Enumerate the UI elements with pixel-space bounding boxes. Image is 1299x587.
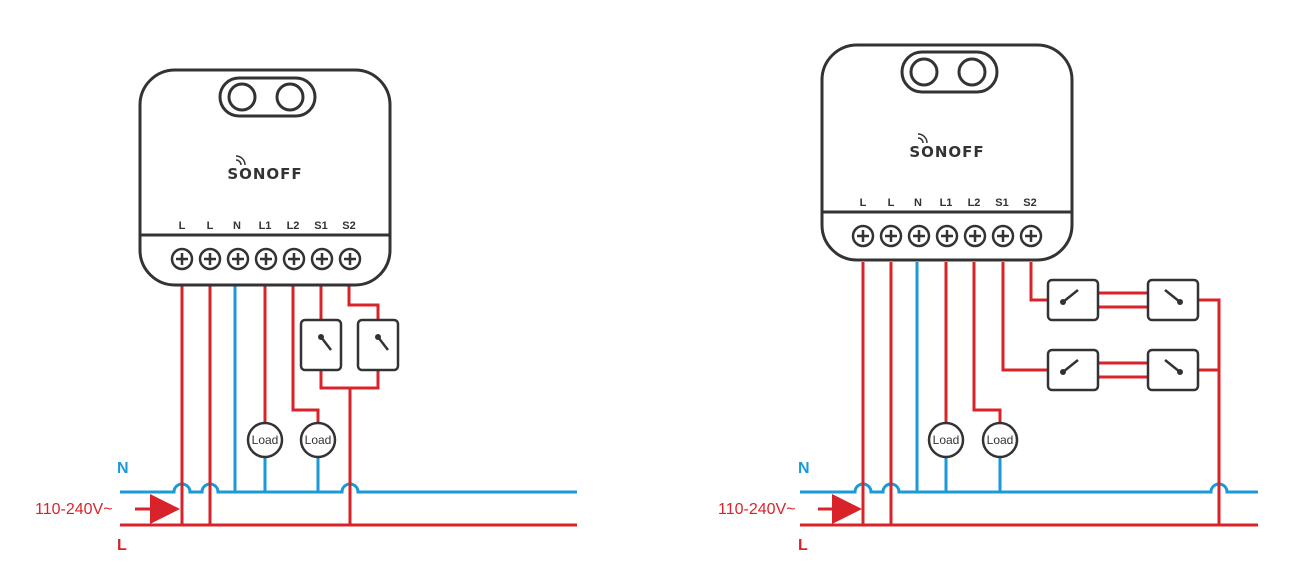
- terminal-label: N: [233, 220, 241, 232]
- terminal-label: N: [914, 197, 922, 209]
- button-right: [957, 57, 987, 87]
- button-right: [275, 82, 305, 112]
- left-load-1: Load: [246, 421, 284, 459]
- device-body: [138, 68, 392, 287]
- wire-travellers-upper: [1098, 291, 1148, 309]
- terminal-label: L: [207, 220, 214, 232]
- terminal-label: L1: [940, 197, 953, 209]
- screw-slot-icon: [1025, 230, 1037, 242]
- wire-s2-switch: [347, 282, 380, 320]
- screw-slot-icon: [316, 253, 328, 265]
- left-wires: [120, 282, 577, 527]
- terminal-label: L1: [259, 220, 272, 232]
- screw-slot-icon: [941, 230, 953, 242]
- left-switch-2: [356, 318, 400, 372]
- load-label: Load: [933, 433, 960, 447]
- right-sonoff-device: SONOFF L L N L1 L2 S1 S2: [820, 43, 1074, 262]
- voltage-label: 110-240V~: [718, 501, 796, 518]
- right-wires: [800, 262, 1258, 527]
- terminal-labels: L L N L1 L2 S1 S2: [860, 197, 1037, 209]
- screw-slot-icon: [857, 230, 869, 242]
- line-label: L: [798, 537, 808, 554]
- wire-l2-load: [972, 262, 1002, 425]
- neutral-label: N: [798, 460, 810, 477]
- neutral-bus: [800, 482, 1258, 494]
- terminal-labels: L L N L1 L2 S1 S2: [179, 220, 356, 232]
- terminal-label: L: [179, 220, 186, 232]
- load-label: Load: [987, 433, 1014, 447]
- right-switch-upper-left: [1046, 278, 1100, 322]
- screw-slot-icon: [885, 230, 897, 242]
- diagram-single-switches: SONOFF L L N L1 L2 S1 S2: [35, 68, 577, 554]
- screw-slot-icon: [344, 253, 356, 265]
- right-switch-upper-right: [1146, 278, 1200, 322]
- wire-l2-load: [291, 282, 320, 425]
- voltage-label: 110-240V~: [35, 501, 113, 518]
- load-label: Load: [252, 433, 279, 447]
- diagram-two-way-switches: SONOFF L L N L1 L2 S1 S2: [718, 43, 1258, 554]
- terminal-label: L: [888, 197, 895, 209]
- right-switch-lower-right: [1146, 348, 1200, 392]
- screw-slot-icon: [997, 230, 1009, 242]
- terminal-label: S1: [314, 220, 327, 232]
- terminal-label: S2: [1023, 197, 1036, 209]
- terminal-label: L: [860, 197, 867, 209]
- left-sonoff-device: SONOFF L L N L1 L2 S1 S2: [138, 68, 392, 287]
- wifi-icon: [235, 155, 246, 166]
- terminal-screws: [170, 247, 362, 271]
- screw-slot-icon: [288, 253, 300, 265]
- neutral-label: N: [117, 460, 129, 477]
- left-load-2: Load: [299, 421, 337, 459]
- terminal-label: L2: [968, 197, 981, 209]
- right-load-2: Load: [981, 421, 1019, 459]
- device-body: [820, 43, 1074, 262]
- line-label: L: [117, 537, 127, 554]
- right-switch-lower-left: [1046, 348, 1100, 392]
- wire-s2-switch: [1029, 262, 1048, 302]
- screw-slot-icon: [969, 230, 981, 242]
- wifi-icon: [917, 133, 928, 144]
- screw-slot-icon: [232, 253, 244, 265]
- wire-s1-switch: [1001, 262, 1048, 372]
- terminal-screws: [851, 224, 1043, 248]
- screw-slot-icon: [260, 253, 272, 265]
- wire-switch-line: [1198, 298, 1221, 525]
- wire-switch-common: [319, 370, 380, 390]
- screw-slot-icon: [204, 253, 216, 265]
- terminal-label: S2: [342, 220, 355, 232]
- button-left: [909, 57, 939, 87]
- load-label: Load: [305, 433, 332, 447]
- button-left: [227, 82, 257, 112]
- terminal-label: S1: [995, 197, 1008, 209]
- brand-logo: SONOFF: [227, 165, 302, 183]
- wire-travellers-lower: [1098, 361, 1148, 379]
- screw-slot-icon: [913, 230, 925, 242]
- left-switch-1: [299, 318, 343, 372]
- terminal-label: L2: [287, 220, 300, 232]
- screw-slot-icon: [176, 253, 188, 265]
- right-load-1: Load: [927, 421, 965, 459]
- brand-logo: SONOFF: [909, 143, 984, 161]
